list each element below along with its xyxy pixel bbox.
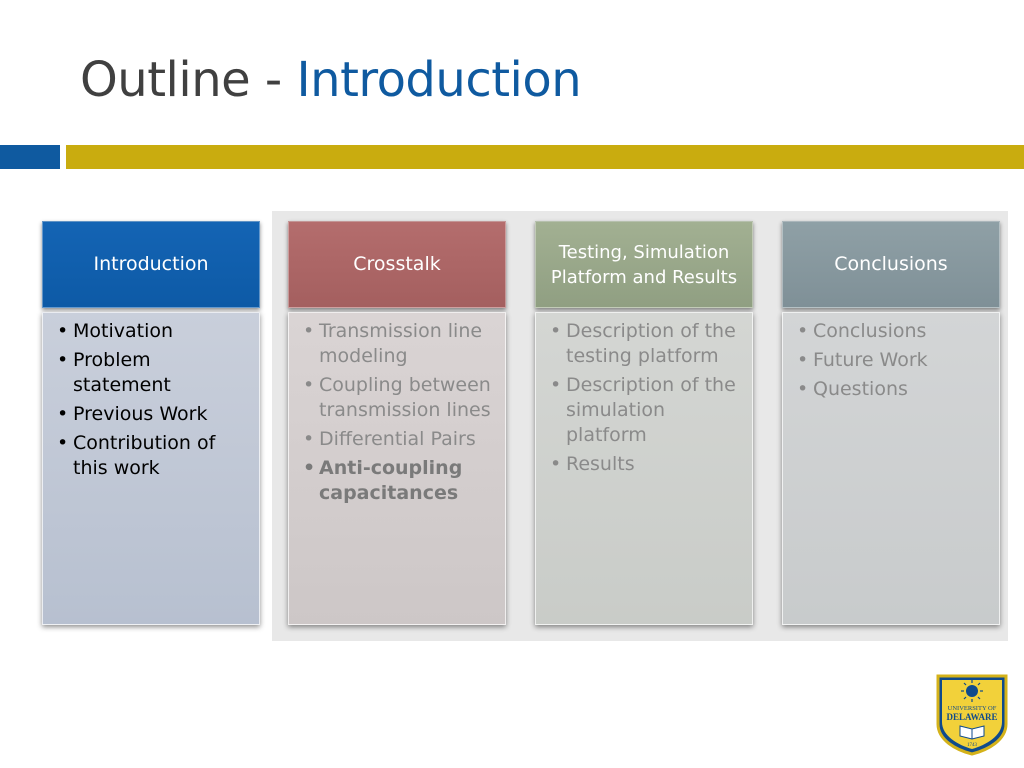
title-accent: Introduction xyxy=(296,52,582,108)
list-item: Conclusions xyxy=(795,319,993,344)
logo-year: 1743 xyxy=(967,743,978,748)
accent-bar-gold xyxy=(66,145,1024,169)
column-body: Conclusions Future Work Questions xyxy=(782,312,1000,625)
list-item: Results xyxy=(548,452,746,477)
list-item: Anti-coupling capacitances xyxy=(301,456,499,506)
sun-icon xyxy=(961,680,983,702)
column-header: Testing, Simulation Platform and Results xyxy=(535,221,753,308)
column-crosstalk: Crosstalk Transmission line modeling Cou… xyxy=(288,221,506,625)
list-item: Problem statement xyxy=(55,348,253,398)
column-introduction: Introduction Motivation Problem statemen… xyxy=(42,221,260,625)
column-body: Description of the testing platform Desc… xyxy=(535,312,753,625)
column-conclusions: Conclusions Conclusions Future Work Ques… xyxy=(782,221,1000,625)
list-item: Previous Work xyxy=(55,402,253,427)
list-item: Questions xyxy=(795,377,993,402)
column-body: Motivation Problem statement Previous Wo… xyxy=(42,312,260,625)
logo-text-top: UNIVERSITY OF xyxy=(948,705,997,712)
column-header: Crosstalk xyxy=(288,221,506,308)
list-item: Description of the testing platform xyxy=(548,319,746,369)
list-item: Differential Pairs xyxy=(301,427,499,452)
university-logo: UNIVERSITY OF DELAWARE 1743 xyxy=(936,674,1008,756)
list-item: Transmission line modeling xyxy=(301,319,499,369)
list-item: Future Work xyxy=(795,348,993,373)
list-item: Motivation xyxy=(55,319,253,344)
book-icon xyxy=(959,725,985,740)
list-item: Coupling between transmission lines xyxy=(301,373,499,423)
slide-title: Outline - Introduction xyxy=(80,52,582,108)
column-body: Transmission line modeling Coupling betw… xyxy=(288,312,506,625)
column-testing: Testing, Simulation Platform and Results… xyxy=(535,221,753,625)
title-main: Outline - xyxy=(80,52,297,108)
column-header: Conclusions xyxy=(782,221,1000,308)
list-item: Contribution of this work xyxy=(55,431,253,481)
logo-text-main: DELAWARE xyxy=(946,712,997,722)
accent-bar-blue xyxy=(0,145,60,169)
list-item: Description of the simulation platform xyxy=(548,373,746,448)
column-header: Introduction xyxy=(42,221,260,308)
